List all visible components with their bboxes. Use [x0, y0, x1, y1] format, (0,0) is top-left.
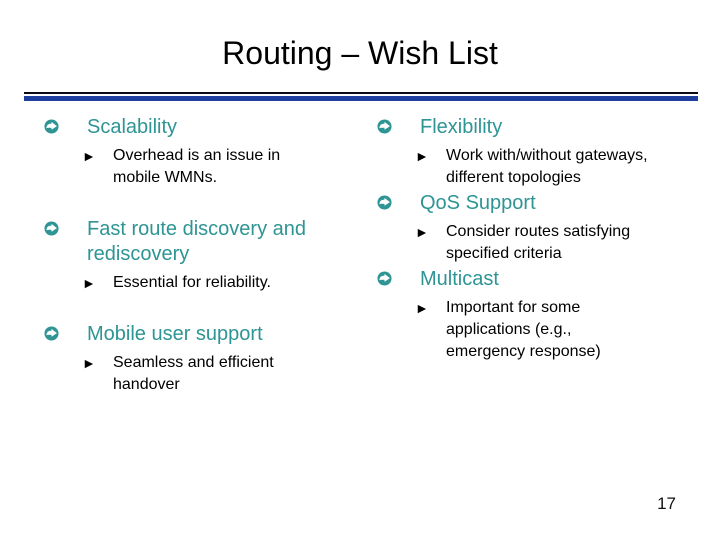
circle-arrow-bullet-icon [377, 195, 392, 210]
title-divider-blue-line [24, 96, 698, 101]
circle-arrow-bullet-icon [44, 326, 59, 341]
circle-arrow-bullet-icon [377, 119, 392, 134]
right-column: Flexibility ► Work with/without gateways… [377, 115, 697, 363]
triangle-bullet-icon: ► [415, 300, 429, 316]
circle-arrow-bullet-icon [377, 271, 392, 286]
topic-detail: Work with/without gateways, different to… [446, 147, 648, 186]
topic-detail: Important for some applications (e.g., e… [446, 299, 601, 360]
triangle-bullet-icon: ► [82, 275, 96, 291]
topic-heading: Multicast [420, 268, 499, 290]
topic-detail: Seamless and efficient handover [113, 354, 274, 393]
bullet-group-qos: QoS Support ► Consider routes satisfying… [377, 191, 697, 265]
bullet-group-scalability: Scalability ► Overhead is an issue in mo… [44, 115, 349, 189]
page-title: Routing – Wish List [222, 35, 498, 71]
triangle-bullet-icon: ► [82, 355, 96, 371]
topic-heading: Fast route discovery and rediscovery [87, 218, 306, 265]
topic-detail: Consider routes satisfying specified cri… [446, 223, 631, 262]
slide-page-number: 17 [657, 494, 676, 513]
topic-heading: Flexibility [420, 116, 503, 138]
bullet-group-flexibility: Flexibility ► Work with/without gateways… [377, 115, 697, 189]
bullet-group-mobile-user: Mobile user support ► Seamless and effic… [44, 322, 349, 396]
topic-detail: Overhead is an issue in mobile WMNs. [113, 147, 281, 186]
title-divider-dark-line [24, 92, 698, 94]
topic-heading: QoS Support [420, 192, 536, 214]
bullet-group-multicast: Multicast ► Important for some applicati… [377, 267, 697, 363]
circle-arrow-bullet-icon [44, 119, 59, 134]
topic-heading: Mobile user support [87, 323, 263, 345]
triangle-bullet-icon: ► [415, 224, 429, 240]
topic-heading: Scalability [87, 116, 178, 138]
bullet-group-fast-route: Fast route discovery and rediscovery ► E… [44, 217, 349, 294]
triangle-bullet-icon: ► [82, 148, 96, 164]
circle-arrow-bullet-icon [44, 221, 59, 236]
left-column: Scalability ► Overhead is an issue in mo… [44, 115, 349, 396]
triangle-bullet-icon: ► [415, 148, 429, 164]
topic-detail: Essential for reliability. [113, 274, 271, 291]
